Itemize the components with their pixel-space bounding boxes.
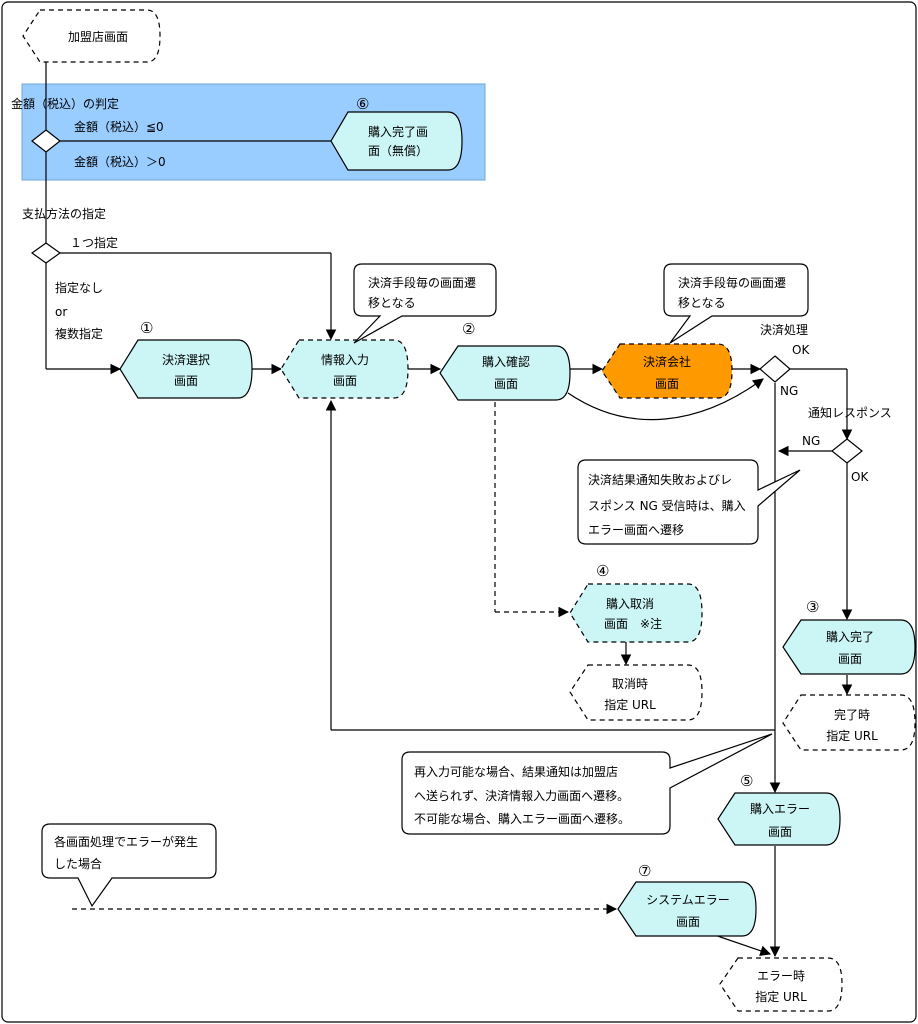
- callout-notify-fail-line-1: 決済結果通知失敗およびレ: [588, 472, 732, 487]
- system-error-label-2: 画面: [676, 915, 700, 929]
- callout-reinput: [401, 733, 773, 835]
- payment-company-label-1: 決済会社: [643, 354, 691, 369]
- callout-per-method-2: [663, 263, 809, 344]
- callout-per-method-1-line-1: 決済手段毎の画面遷: [368, 275, 476, 290]
- none-label-2: or: [55, 305, 67, 319]
- error-url-node: [719, 957, 843, 1012]
- system-error-node: [617, 881, 757, 937]
- decision-amount-diamond: [31, 129, 61, 153]
- number-6: ⑥: [356, 95, 369, 113]
- callout-notify-fail-line-2: スポンス NG 受信時は、購入: [588, 499, 746, 513]
- purchase-complete-node: [782, 619, 916, 675]
- callout-reinput-line-1: 再入力可能な場合、結果通知は加盟店: [414, 764, 618, 779]
- payment-company-label-2: 画面: [655, 377, 679, 391]
- purchase-cancel-label-2: 画面 ※注: [604, 616, 662, 631]
- payment-process-label: 決済処理: [760, 322, 808, 337]
- callout-each-screen-line-2: した場合: [54, 856, 102, 871]
- callout-notify-fail-line-3: エラー画面へ遷移: [588, 523, 684, 537]
- error-url-label-2: 指定 URL: [755, 989, 807, 1004]
- payment-select-label-2: 画面: [174, 374, 198, 388]
- decision-amount-label: 金額（税込）の判定: [11, 96, 119, 111]
- purchase-complete-label-2: 画面: [838, 652, 862, 666]
- system-error-label-1: システムエラー: [646, 893, 730, 907]
- complete-url-label-2: 指定 URL: [826, 728, 878, 743]
- complete-url-node: [782, 694, 916, 751]
- purchase-complete-free-label-2: 面（無償）: [368, 143, 428, 158]
- info-input-label-1: 情報入力: [321, 353, 369, 367]
- purchase-cancel-label-1: 購入取消: [606, 597, 654, 611]
- callout-reinput-line-2: へ送られず、決済情報入力画面へ遷移。: [414, 788, 629, 803]
- info-input-node: [280, 339, 409, 399]
- payment-select-label-1: 決済選択: [162, 352, 210, 367]
- callout-per-method-2-line-2: 移となる: [678, 296, 726, 310]
- decision-payment-diamond: [30, 242, 62, 264]
- none-label-1: 指定なし: [55, 280, 103, 295]
- amount-le-zero-label: 金額（税込）≦0: [74, 119, 164, 134]
- purchase-cancel-node: [569, 583, 703, 643]
- callout-reinput-line-3: 不可能な場合、購入エラー画面へ遷移。: [414, 811, 630, 826]
- purchase-complete-free-node: [330, 111, 463, 171]
- notify-response-ng: NG: [802, 434, 820, 448]
- cancel-url-node: [569, 664, 703, 721]
- none-label-3: 複数指定: [55, 326, 103, 341]
- one-specified-label: １つ指定: [70, 235, 118, 250]
- notify-response-label: 通知レスポンス: [808, 406, 892, 420]
- number-7: ⑦: [638, 862, 651, 880]
- callout-per-method-2-line-1: 決済手段毎の画面遷: [678, 275, 786, 290]
- decision-payment-label: 支払方法の指定: [22, 206, 106, 221]
- purchase-confirm-label-1: 購入確認: [482, 354, 530, 369]
- payment-select-node: [119, 339, 253, 399]
- purchase-complete-free-label-1: 購入完了画: [368, 124, 428, 139]
- notify-response-ok: OK: [851, 470, 869, 484]
- decision-notify-response-diamond: [831, 438, 863, 464]
- callout-each-screen: [41, 823, 217, 908]
- decision-payment-process-diamond: [759, 355, 791, 383]
- merchant-screen-label: 加盟店画面: [68, 30, 128, 44]
- info-input-label-2: 画面: [333, 374, 357, 388]
- callout-each-screen-line-1: 各画面処理でエラーが発生: [54, 834, 198, 849]
- number-1: ①: [140, 319, 153, 337]
- error-url-label-1: エラー時: [757, 969, 805, 983]
- amount-gt-zero-label: 金額（税込）＞0: [74, 154, 166, 169]
- connector-lines: [45, 62, 853, 958]
- number-2: ②: [462, 320, 475, 338]
- number-3: ③: [806, 598, 819, 616]
- purchase-complete-label-1: 購入完了: [826, 629, 874, 644]
- purchase-error-label-2: 画面: [768, 825, 792, 839]
- purchase-confirm-label-2: 画面: [494, 377, 518, 391]
- purchase-error-node: [717, 792, 841, 846]
- cancel-url-label-1: 取消時: [612, 677, 648, 691]
- complete-url-label-1: 完了時: [834, 707, 870, 722]
- payment-company-node: [601, 343, 733, 399]
- callout-per-method-1-line-2: 移となる: [368, 296, 416, 310]
- merchant-screen-node: [22, 9, 161, 63]
- payment-process-ok: OK: [792, 343, 810, 357]
- callout-notify-fail: [577, 459, 801, 545]
- purchase-confirm-node: [439, 345, 571, 401]
- number-5: ⑤: [740, 772, 753, 790]
- number-4: ④: [596, 562, 609, 580]
- dashed-connectors: [72, 402, 618, 915]
- payment-process-ng: NG: [780, 384, 798, 398]
- callout-per-method-1: [353, 263, 497, 344]
- purchase-error-label-1: 購入エラー: [750, 802, 810, 816]
- cancel-url-label-2: 指定 URL: [604, 697, 656, 712]
